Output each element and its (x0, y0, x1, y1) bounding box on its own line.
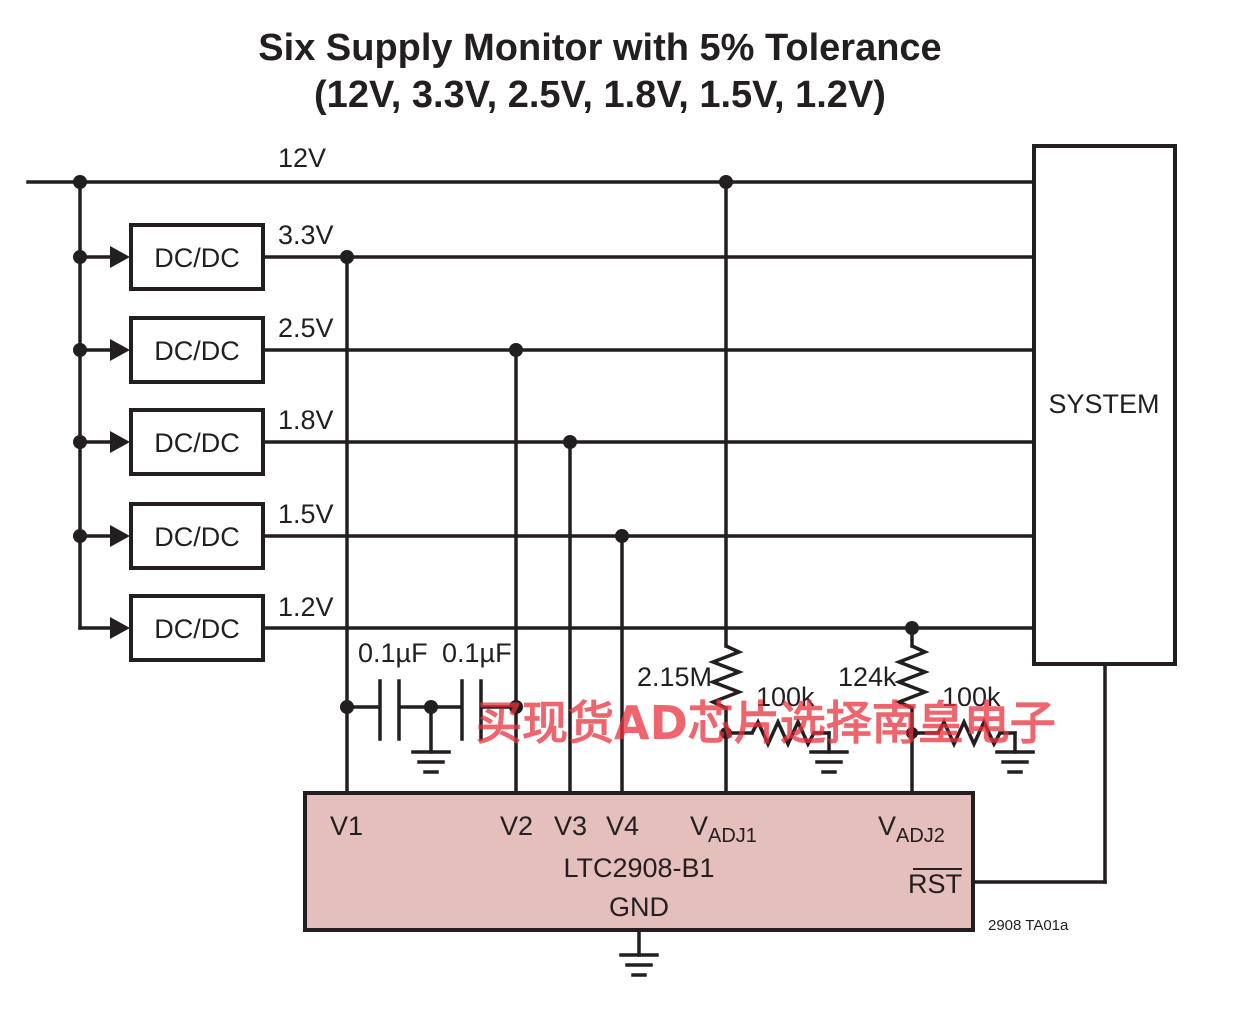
cap-label-1: 0.1µF (358, 638, 428, 668)
junction-dot (615, 529, 629, 543)
pin-rst-label: RST (908, 869, 962, 899)
junction-dot (73, 435, 87, 449)
figure-id: 2908 TA01a (988, 917, 1069, 934)
resistor-label-1: 2.15M (637, 662, 712, 692)
system-label: SYSTEM (1048, 389, 1159, 419)
arrow-icon (110, 339, 130, 361)
dcdc-converter-3 (129, 408, 265, 476)
dcdc-converter-1 (129, 223, 265, 291)
junction-dot (720, 727, 732, 739)
rail-label-3v3: 3.3V (278, 220, 334, 250)
pin-v2-label: V2 (500, 811, 533, 841)
resistor-label-4: 100k (942, 682, 1001, 712)
dcdc-label: DC/DC (154, 614, 240, 644)
junction-dot (73, 175, 87, 189)
pin-gnd-label: GND (609, 892, 669, 922)
resistor-label-2: 100k (756, 682, 815, 712)
dcdc-label: DC/DC (154, 428, 240, 458)
dcdc-converter-5 (129, 594, 265, 662)
pin-v1-label: V1 (330, 811, 363, 841)
pin-vadj1-label: VADJ1 (690, 811, 757, 847)
pin-v3-label: V3 (554, 811, 587, 841)
junction-dot (719, 175, 733, 189)
rail-label-1v2: 1.2V (278, 592, 334, 622)
junction-dot (340, 700, 354, 714)
cap-label-2: 0.1µF (442, 638, 512, 668)
title-line-2: (12V, 3.3V, 2.5V, 1.8V, 1.5V, 1.2V) (314, 74, 886, 116)
junction-dot (73, 250, 87, 264)
resistor-100k-icon (750, 717, 816, 749)
junction-dot (340, 250, 354, 264)
ic-part-number: LTC2908-B1 (563, 853, 714, 883)
arrow-icon (110, 525, 130, 547)
rail-label-1v8: 1.8V (278, 405, 334, 435)
rail-label-12v: 12V (278, 143, 326, 173)
watermark-text: 买现货AD芯片选择南皇电子 (476, 696, 1056, 750)
dcdc-label: DC/DC (154, 336, 240, 366)
junction-dot (73, 343, 87, 357)
junction-dot (509, 343, 523, 357)
junction-dot (906, 727, 918, 739)
junction-dot (509, 700, 523, 714)
junction-dot (905, 621, 919, 635)
dcdc-label: DC/DC (154, 243, 240, 273)
ltc2908-ic-body (303, 791, 975, 932)
junction-dot (563, 435, 577, 449)
resistor-124k-icon (894, 644, 930, 710)
dcdc-converter-4 (129, 502, 265, 570)
arrow-icon (110, 617, 130, 639)
pin-vadj2-label: VADJ2 (878, 811, 945, 847)
arrow-icon (110, 431, 130, 453)
title-line-1: Six Supply Monitor with 5% Tolerance (258, 27, 941, 69)
arrow-icon (110, 246, 130, 268)
resistor-2m15-icon (708, 644, 744, 710)
rail-label-1v5: 1.5V (278, 499, 334, 529)
junction-dot (424, 700, 438, 714)
resistor-label-3: 124k (838, 662, 897, 692)
dcdc-label: DC/DC (154, 522, 240, 552)
resistor-100k-icon (936, 717, 1002, 749)
pin-v4-label: V4 (606, 811, 639, 841)
junction-dot (73, 529, 87, 543)
rail-label-2v5: 2.5V (278, 313, 334, 343)
